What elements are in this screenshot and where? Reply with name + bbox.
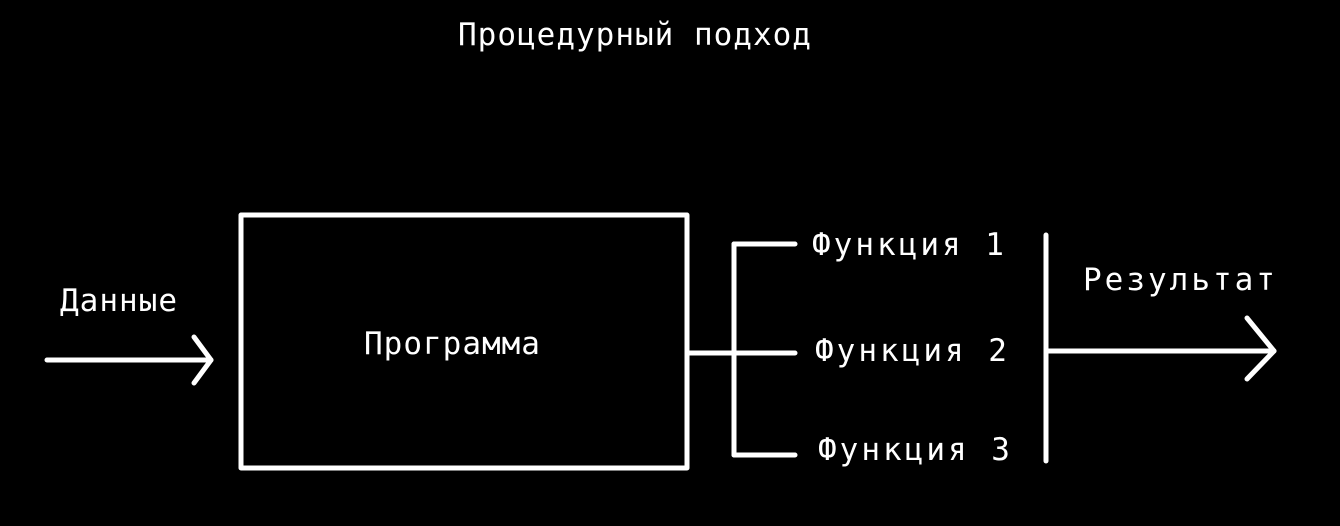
diagram-title: Процедурный подход bbox=[458, 17, 812, 53]
output-label: Результат bbox=[1083, 262, 1278, 298]
function-2-label: Функция 2 bbox=[815, 333, 1010, 369]
input-arrow bbox=[44, 334, 214, 386]
function-3-label: Функция 3 bbox=[818, 432, 1013, 468]
program-box bbox=[238, 212, 690, 471]
function-1-label: Функция 1 bbox=[812, 227, 1007, 263]
function-bracket bbox=[686, 241, 798, 458]
program-label: Программа bbox=[364, 326, 541, 362]
output-arrow bbox=[1043, 315, 1277, 382]
input-label: Данные bbox=[60, 283, 178, 319]
